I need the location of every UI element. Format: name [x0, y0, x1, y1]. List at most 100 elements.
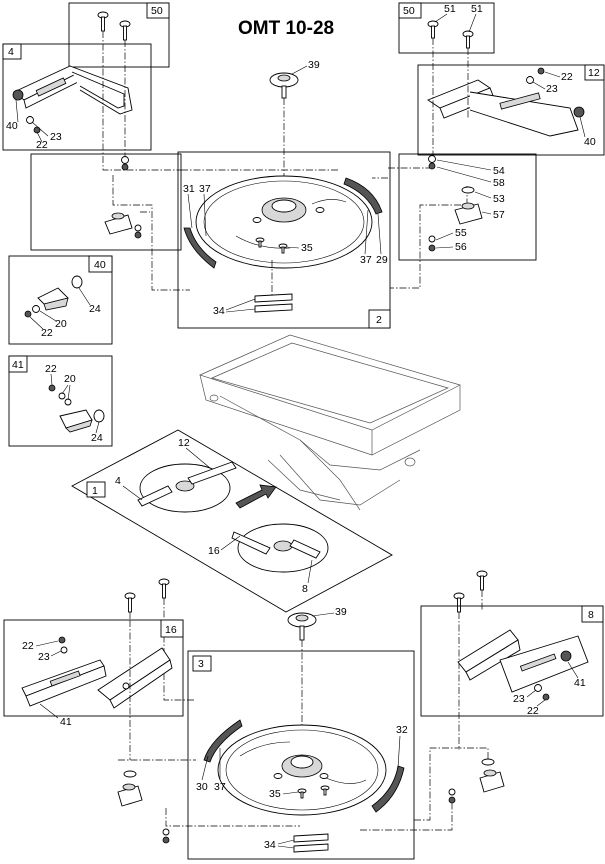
group-label-2: 2 — [376, 314, 382, 326]
nut-icon — [121, 163, 129, 171]
washer-icon — [123, 770, 137, 778]
direction-arrow-icon — [235, 484, 277, 509]
bolt-icon — [97, 11, 109, 32]
group-12: 12 22 23 40 — [417, 64, 605, 156]
part-callout: 34 — [264, 839, 276, 851]
hub-39-bottom: 39 — [287, 606, 347, 641]
bolt-icon — [124, 592, 136, 613]
washer-icon — [32, 305, 40, 313]
part-callout: 37 — [199, 183, 211, 195]
washer-icon — [526, 76, 534, 84]
part-callout: 51 — [471, 3, 483, 15]
group-label-8: 8 — [588, 609, 594, 621]
bearing-block-icon — [479, 769, 505, 793]
part-callout: 22 — [41, 327, 53, 339]
group-16: 16 22 23 41 — [3, 619, 184, 728]
part-callout: 40 — [584, 136, 596, 148]
part-callout: 24 — [89, 303, 101, 315]
group-41: 41 22 20 24 — [8, 355, 113, 447]
group-label-50-left: 50 — [151, 5, 163, 17]
group-label-4: 4 — [8, 46, 14, 58]
bearing-block-icon — [454, 202, 483, 225]
part-callout: 56 — [455, 241, 467, 253]
nut-icon — [448, 796, 456, 804]
spreader-disc-icon — [195, 175, 373, 269]
part-callout: 37 — [214, 781, 226, 793]
group-label-3: 3 — [198, 658, 204, 670]
nut-icon — [134, 231, 142, 239]
part-callout: 22 — [45, 363, 57, 375]
nut-icon — [428, 244, 436, 252]
washer-icon — [26, 116, 34, 124]
part-callout: 37 — [360, 254, 372, 266]
spreader-disc-icon — [217, 724, 387, 816]
group-label-41: 41 — [12, 359, 24, 371]
nut-icon — [58, 636, 66, 644]
hopper-body-icon — [199, 334, 461, 511]
diagram-title: OMT 10-28 — [238, 18, 334, 39]
washer-icon — [428, 235, 436, 243]
spreader-vane-icon — [21, 647, 173, 709]
part-callout: 4 — [115, 475, 121, 487]
washer-icon — [448, 788, 456, 796]
group-1: 1 12 4 16 8 — [71, 429, 393, 613]
part-callout: 35 — [269, 788, 281, 800]
shim-plate-icon — [293, 833, 329, 853]
group-50-left: 50 — [68, 2, 170, 68]
washer-icon — [60, 646, 68, 654]
bolt-icon — [476, 570, 488, 591]
part-callout: 23 — [546, 83, 558, 95]
bolt-icon — [297, 788, 307, 799]
group-label-1: 1 — [92, 485, 98, 497]
spreader-vane-icon — [457, 629, 589, 693]
shim-plate-icon — [254, 293, 293, 313]
vane-blade-icon — [371, 765, 405, 813]
part-callout: 16 — [208, 545, 220, 557]
vane-blade-icon — [343, 177, 383, 215]
bearing-block-icon — [104, 212, 133, 235]
part-callout: 40 — [6, 120, 18, 132]
spreader-vane-icon — [427, 79, 585, 137]
part-callout: 54 — [493, 165, 505, 177]
group-label-12: 12 — [588, 67, 600, 79]
nut-icon — [537, 67, 545, 75]
bolt-icon — [158, 578, 170, 599]
part-callout: 57 — [493, 209, 505, 221]
washer-icon — [93, 409, 105, 423]
hub-39-top: 39 — [269, 59, 320, 99]
vane-blade-icon — [203, 719, 243, 763]
group-label-40: 40 — [94, 259, 106, 271]
washer-icon — [481, 758, 495, 766]
group-label-16: 16 — [165, 624, 177, 636]
part-callout: 23 — [38, 651, 50, 663]
washer-icon — [58, 392, 66, 400]
group-8: 8 41 23 22 — [420, 605, 604, 717]
part-callout: 39 — [308, 59, 320, 71]
part-callout: 51 — [444, 3, 456, 15]
group-label-50-right: 50 — [403, 5, 415, 17]
part-callout: 58 — [493, 177, 505, 189]
group-40: 40 24 20 22 — [8, 255, 113, 345]
part-callout: 22 — [36, 139, 48, 151]
bolt-icon — [255, 237, 265, 248]
bolt-icon — [119, 20, 131, 41]
part-callout: 20 — [55, 318, 67, 330]
part-callout: 30 — [196, 781, 208, 793]
nut-icon — [162, 836, 170, 844]
part-callout: 22 — [22, 640, 34, 652]
part-callout: 34 — [213, 305, 225, 317]
bolt-icon — [320, 785, 330, 796]
part-callout: 23 — [513, 693, 525, 705]
part-callout: 22 — [527, 705, 539, 717]
nut-icon — [33, 126, 41, 134]
vane-tip-icon — [37, 287, 69, 311]
part-callout: 24 — [91, 432, 103, 444]
washer-icon — [134, 224, 142, 232]
vane-tip-icon — [59, 409, 93, 433]
part-callout: 35 — [301, 242, 313, 254]
bolt-icon — [453, 592, 465, 613]
part-callout: 32 — [396, 724, 408, 736]
part-callout: 55 — [455, 227, 467, 239]
